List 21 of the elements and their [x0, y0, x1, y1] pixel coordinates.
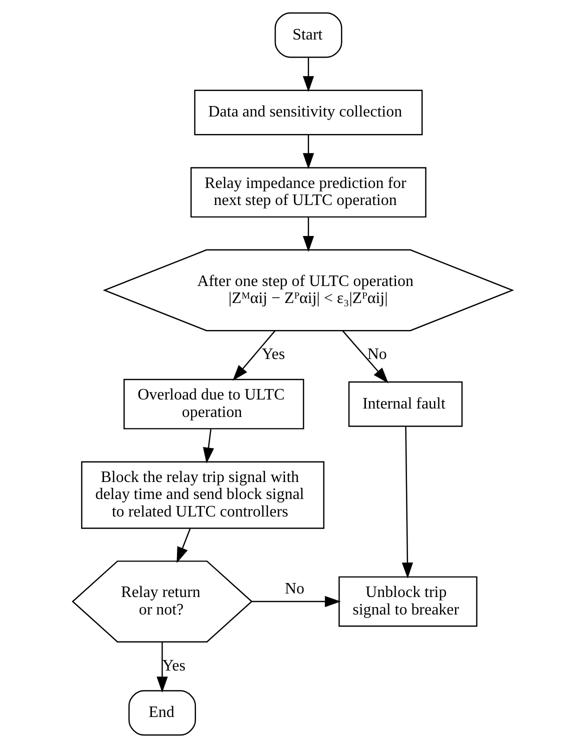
node-box: Start	[274, 12, 342, 58]
arrow	[302, 58, 314, 92]
node-box: Data and sensitivity collection	[194, 90, 423, 136]
edge-label: No	[367, 346, 387, 364]
node-box: Unblock trip signal to breaker	[338, 576, 478, 627]
arrow	[342, 330, 388, 384]
arrow	[252, 596, 341, 608]
node-box: Overload due to ULTC operation	[124, 378, 304, 430]
node-box: Relay impedance prediction for next step of ULTC operation	[190, 167, 426, 218]
arrow	[302, 134, 314, 170]
node-box: Block the relay trip signal with delay time and send block signal to related ULTC controllers	[81, 461, 324, 529]
edge-label: No	[284, 580, 304, 598]
arrow	[202, 428, 214, 464]
arrow	[232, 330, 276, 381]
arrow	[402, 426, 414, 579]
edge-label: Yes	[262, 346, 285, 364]
node-box: End	[128, 690, 196, 736]
arrow	[176, 528, 191, 564]
arrow	[302, 217, 314, 252]
arrow	[156, 642, 168, 693]
node-box: Internal fault	[348, 381, 463, 427]
